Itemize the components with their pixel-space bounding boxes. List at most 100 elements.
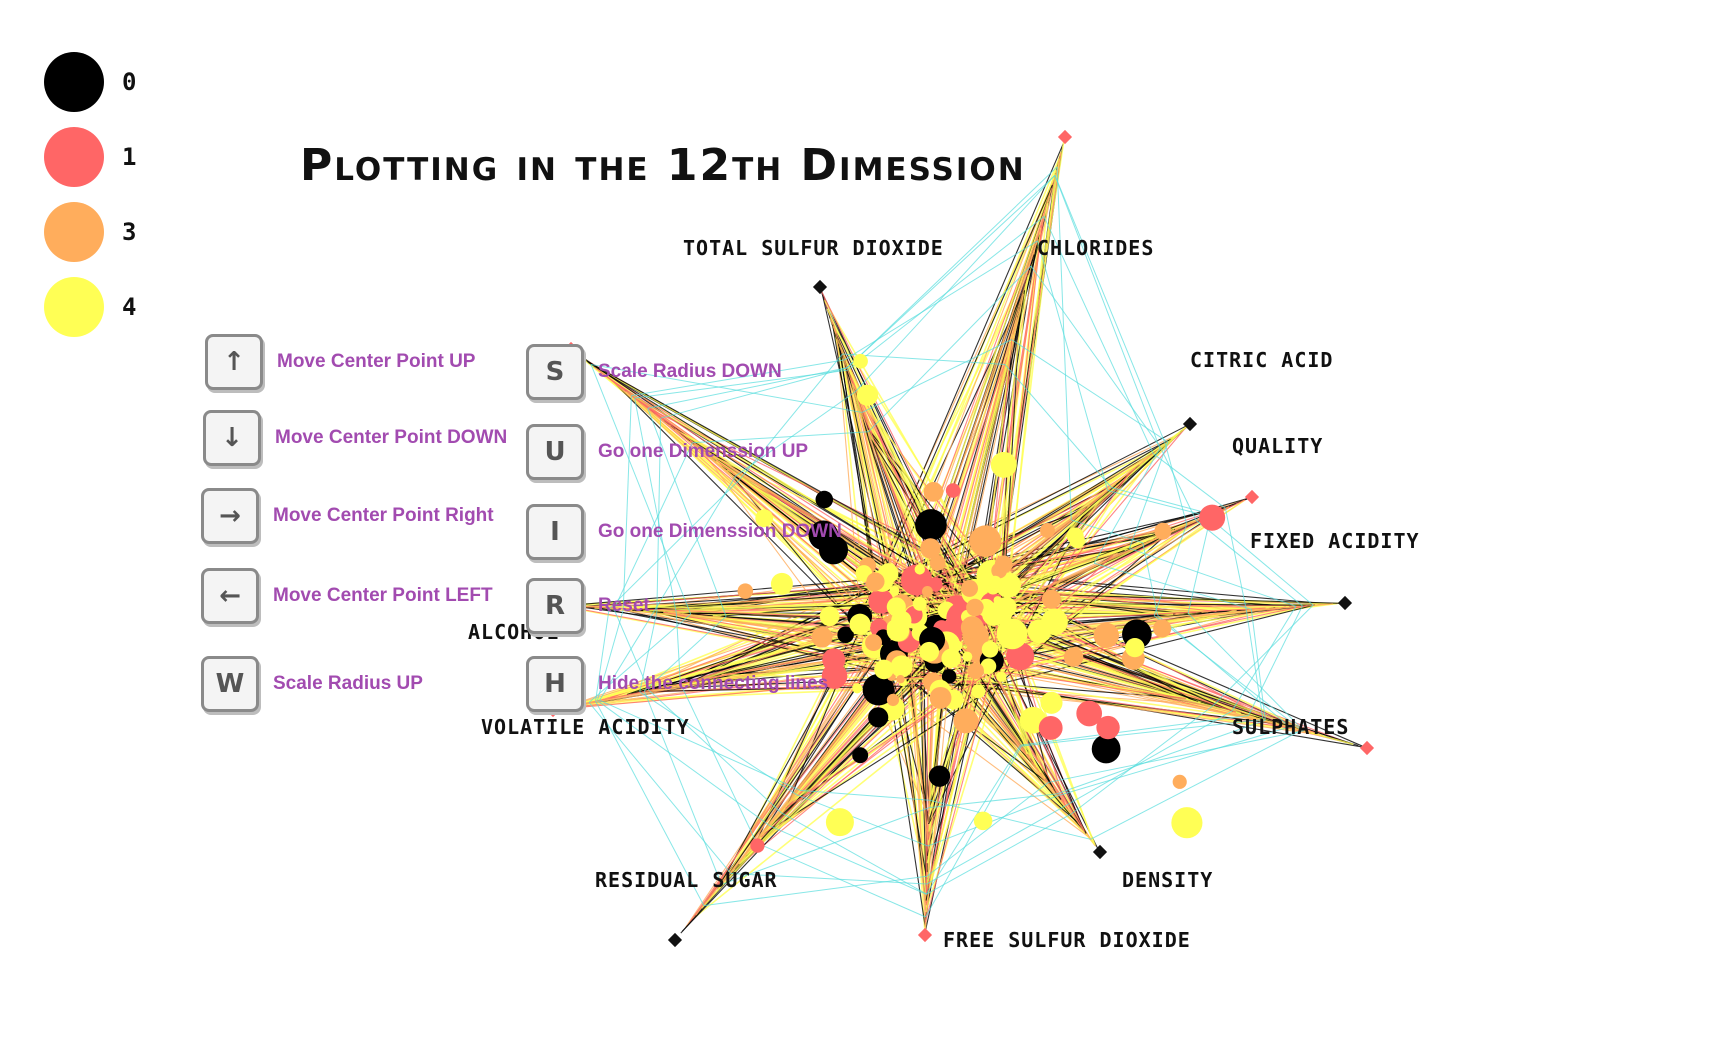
outline-line — [1054, 175, 1166, 445]
arrow-down-icon[interactable]: ↓ — [203, 410, 261, 466]
outline-line — [596, 609, 624, 701]
axis-anchor — [1092, 844, 1108, 860]
control-move-down[interactable]: ↓ Move Center Point DOWN — [203, 410, 507, 466]
legend-swatch-3 — [44, 201, 104, 262]
arrow-left-icon[interactable]: ← — [201, 568, 259, 624]
axis-label: CHLORIDES — [1037, 236, 1154, 260]
control-dimension-down[interactable]: I Go one Dimenssion DOWN — [526, 504, 842, 560]
data-point — [945, 483, 961, 498]
outline-line — [1247, 605, 1303, 716]
arrow-right-icon[interactable]: → — [201, 488, 259, 544]
outline-line — [639, 691, 798, 796]
outline-line — [595, 700, 705, 906]
s-key-icon[interactable]: S — [526, 344, 584, 400]
data-point — [825, 808, 854, 837]
spoke-line — [904, 654, 926, 934]
outline-line — [1056, 166, 1072, 520]
outline-line — [639, 611, 658, 692]
data-point — [1093, 622, 1120, 649]
u-key-icon[interactable]: U — [526, 424, 584, 480]
outline-line — [925, 745, 1022, 918]
outline-line — [1004, 364, 1112, 488]
outline-line — [599, 611, 655, 701]
legend: 0 1 3 4 — [44, 44, 136, 344]
data-point — [1076, 700, 1103, 727]
outline-line — [634, 397, 677, 614]
outline-line — [730, 872, 927, 885]
spoke-line — [998, 504, 1233, 581]
spoke-line — [911, 645, 926, 926]
control-move-up[interactable]: ↑ Move Center Point UP — [205, 334, 475, 390]
data-point — [960, 616, 984, 639]
data-point — [1154, 522, 1172, 540]
data-point — [865, 634, 883, 652]
outline-line — [1107, 490, 1208, 517]
w-key-icon[interactable]: W — [201, 656, 259, 712]
outline-line — [1030, 265, 1161, 449]
spoke-line — [826, 309, 917, 588]
spoke-line — [738, 608, 950, 865]
spoke-line — [928, 541, 1145, 582]
data-point — [973, 811, 993, 831]
control-move-right[interactable]: → Move Center Point Right — [201, 488, 494, 544]
h-key-icon[interactable]: H — [526, 656, 584, 712]
outline-line — [1048, 730, 1304, 783]
outline-line — [653, 475, 737, 612]
spoke-line — [992, 670, 1187, 700]
outline-line — [675, 613, 681, 684]
control-label-scale-up: Scale Radius UP — [273, 673, 423, 694]
data-point — [819, 606, 840, 627]
control-label-move-up: Move Center Point UP — [277, 351, 476, 372]
outline-line — [1153, 524, 1188, 616]
spoke-line — [826, 308, 985, 646]
control-hide-lines[interactable]: H Hide the connecting lines — [526, 656, 828, 712]
spoke-line — [594, 645, 913, 702]
outline-line — [1250, 609, 1266, 721]
outline-line — [1212, 604, 1314, 707]
axis-anchor — [1359, 740, 1375, 756]
control-dimension-up[interactable]: U Go one Dimenssion UP — [526, 424, 808, 480]
control-label-hide-lines: Hide the connecting lines — [598, 673, 829, 694]
spoke-line — [977, 679, 1266, 721]
data-point — [852, 683, 863, 694]
outline-line — [1020, 715, 1249, 746]
legend-label-0: 0 — [122, 67, 137, 96]
spoke-line — [876, 438, 1172, 588]
data-point — [953, 708, 979, 734]
data-point — [886, 619, 910, 642]
outline-line — [861, 339, 1012, 413]
outline-line — [590, 363, 863, 413]
spoke-line — [935, 292, 1025, 594]
outline-line — [926, 782, 1049, 877]
spoke-line — [908, 648, 929, 845]
arrow-up-icon[interactable]: ↑ — [205, 334, 263, 390]
axis-anchor — [1244, 489, 1260, 505]
control-move-left[interactable]: ← Move Center Point LEFT — [201, 568, 493, 624]
outline-line — [656, 418, 662, 612]
data-point — [874, 659, 894, 680]
control-scale-down[interactable]: S Scale Radius DOWN — [526, 344, 782, 400]
control-scale-up[interactable]: W Scale Radius UP — [201, 656, 423, 712]
legend-swatch-1 — [44, 126, 104, 187]
legend-item-1: 1 — [44, 119, 136, 194]
r-key-icon[interactable]: R — [526, 578, 584, 634]
data-point — [996, 618, 1028, 650]
data-point — [996, 671, 1007, 682]
axis-label: DENSITY — [1122, 868, 1213, 892]
outline-line — [1142, 542, 1159, 616]
axis-label: VOLATILE ACIDITY — [481, 715, 690, 739]
data-point — [971, 684, 986, 699]
spoke-line — [908, 188, 1052, 649]
spoke-line — [867, 156, 1061, 626]
outline-line — [1195, 520, 1303, 607]
data-point — [919, 641, 940, 662]
data-point — [921, 586, 933, 597]
control-reset[interactable]: R Reset — [526, 578, 650, 634]
legend-label-3: 3 — [122, 217, 137, 246]
outline-line — [739, 353, 843, 480]
outline-line — [631, 359, 845, 397]
i-key-icon[interactable]: I — [526, 504, 584, 560]
data-point — [1041, 608, 1068, 636]
spoke-line — [821, 291, 987, 624]
axis-label: FREE SULFUR DIOXIDE — [943, 928, 1191, 952]
